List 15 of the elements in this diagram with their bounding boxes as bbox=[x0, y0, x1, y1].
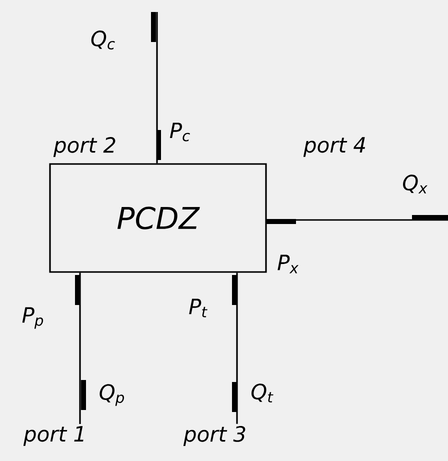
variable-label: Q$_{c}$ bbox=[91, 30, 115, 50]
port-label: port 1 bbox=[23, 426, 84, 446]
process-box: PCDZ bbox=[49, 163, 267, 273]
port-line bbox=[151, 12, 161, 164]
port-label: port 3 bbox=[183, 426, 246, 446]
variable-label: P$_{c}$ bbox=[170, 122, 190, 142]
variable-label: Q$_{x}$ bbox=[403, 174, 428, 194]
port-label: port 4 bbox=[303, 137, 366, 157]
port-line bbox=[232, 272, 238, 424]
variable-label: Q$_{p}$ bbox=[100, 384, 124, 406]
port-line bbox=[75, 272, 86, 424]
variable-label: Q$_{t}$ bbox=[251, 384, 274, 402]
variable-label: P$_{p}$ bbox=[22, 307, 44, 329]
variable-label: P$_{t}$ bbox=[189, 298, 208, 318]
port-line bbox=[266, 215, 448, 224]
